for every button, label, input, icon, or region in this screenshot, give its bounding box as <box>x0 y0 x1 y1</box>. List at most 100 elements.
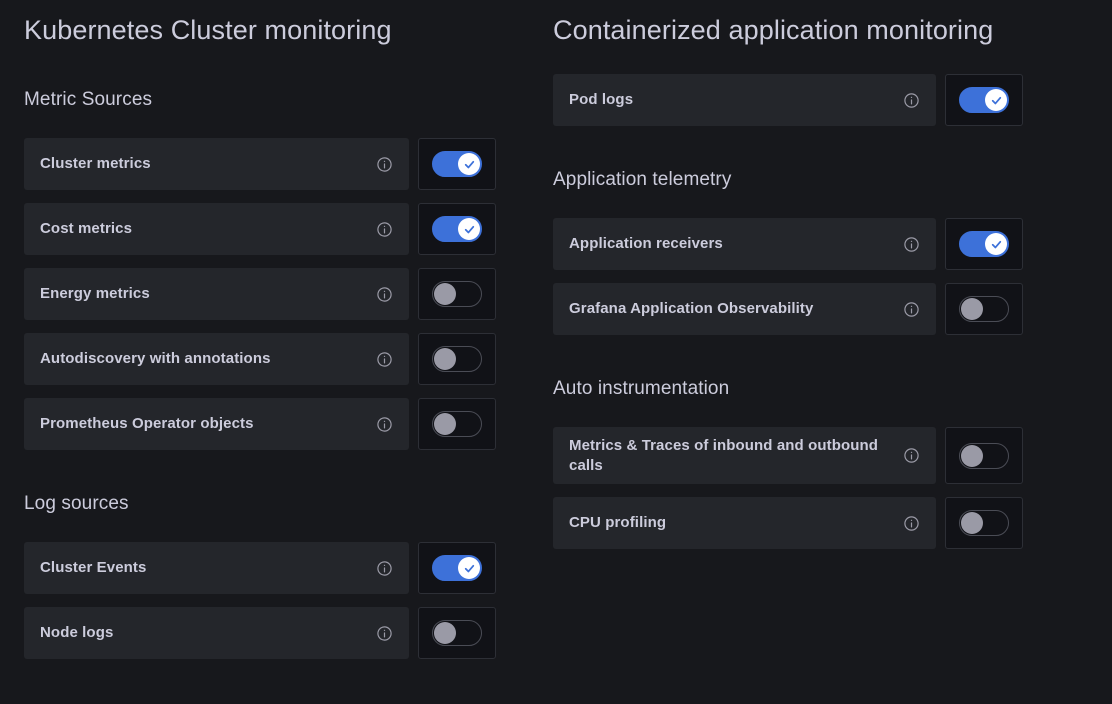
info-circle-icon[interactable] <box>376 560 393 577</box>
section-title-application-telemetry: Application telemetry <box>553 169 732 190</box>
info-circle-icon[interactable] <box>376 221 393 238</box>
setting-row-label: Energy metrics <box>40 285 150 302</box>
setting-row: Energy metrics <box>24 268 496 320</box>
info-circle-icon[interactable] <box>376 156 393 173</box>
toggle-knob <box>458 153 480 175</box>
setting-row-label: Application receivers <box>569 235 723 252</box>
setting-row-label: Autodiscovery with annotations <box>40 350 271 367</box>
toggle-prometheus-operator-objects[interactable] <box>432 411 482 437</box>
setting-row-label-box: Application receivers <box>553 218 936 270</box>
toggle-node-logs[interactable] <box>432 620 482 646</box>
toggle-energy-metrics[interactable] <box>432 281 482 307</box>
info-circle-icon[interactable] <box>903 301 920 318</box>
toggle-knob <box>458 218 480 240</box>
section-title-log-sources: Log sources <box>24 493 129 514</box>
check-icon <box>990 238 1003 251</box>
section-title-metric-sources: Metric Sources <box>24 89 153 110</box>
toggle-cell <box>418 542 496 594</box>
info-circle-icon[interactable] <box>903 236 920 253</box>
toggle-cell <box>418 333 496 385</box>
toggle-cell <box>945 74 1023 126</box>
setting-row: Node logs <box>24 607 496 659</box>
setting-row-label-box: Pod logs <box>553 74 936 126</box>
toggle-knob <box>961 444 983 467</box>
toggle-cluster-metrics[interactable] <box>432 151 482 177</box>
toggle-cpu-profiling[interactable] <box>959 510 1009 536</box>
toggle-application-receivers[interactable] <box>959 231 1009 257</box>
setting-row: Application receivers <box>553 218 1023 270</box>
setting-row-label: Cluster metrics <box>40 155 151 172</box>
toggle-knob <box>434 283 456 305</box>
toggle-knob <box>434 622 456 644</box>
setting-row-label-box: Cluster metrics <box>24 138 409 190</box>
setting-row-label: Pod logs <box>569 91 634 108</box>
setting-row-label: Prometheus Operator objects <box>40 415 254 432</box>
check-icon <box>463 158 476 171</box>
info-circle-icon[interactable] <box>376 351 393 368</box>
toggle-autodiscovery-with-annotations[interactable] <box>432 346 482 372</box>
check-icon <box>990 94 1003 107</box>
setting-row-label-box: Metrics & Traces of inbound and outbound… <box>553 427 936 484</box>
setting-row-label-box: Cost metrics <box>24 203 409 255</box>
setting-row-label-box: Prometheus Operator objects <box>24 398 409 450</box>
toggle-knob <box>985 233 1007 255</box>
setting-row-label-box: Energy metrics <box>24 268 409 320</box>
section-title-auto-instrumentation: Auto instrumentation <box>553 378 730 399</box>
check-icon <box>463 562 476 575</box>
toggle-knob <box>434 413 456 435</box>
setting-row-label: Metrics & Traces of inbound and outbound… <box>569 436 879 474</box>
setting-row: Cost metrics <box>24 203 496 255</box>
setting-row: Grafana Application Observability <box>553 283 1023 335</box>
info-circle-icon[interactable] <box>376 416 393 433</box>
setting-row: Cluster metrics <box>24 138 496 190</box>
info-circle-icon[interactable] <box>903 92 920 109</box>
right-column: Containerized application monitoring Pod… <box>553 0 1023 549</box>
setting-row-label: Cluster Events <box>40 559 147 576</box>
info-circle-icon[interactable] <box>903 515 920 532</box>
info-circle-icon[interactable] <box>376 625 393 642</box>
toggle-cell <box>945 283 1023 335</box>
setting-row: Cluster Events <box>24 542 496 594</box>
setting-row: CPU profiling <box>553 497 1023 549</box>
setting-row-label-box: Cluster Events <box>24 542 409 594</box>
info-circle-icon[interactable] <box>376 286 393 303</box>
toggle-knob <box>434 348 456 370</box>
setting-row-label-box: CPU profiling <box>553 497 936 549</box>
toggle-cell <box>945 218 1023 270</box>
toggle-cost-metrics[interactable] <box>432 216 482 242</box>
toggle-cell <box>418 138 496 190</box>
toggle-cell <box>418 268 496 320</box>
right-column-title: Containerized application monitoring <box>553 15 994 45</box>
toggle-knob <box>985 89 1007 111</box>
setting-row: Autodiscovery with annotations <box>24 333 496 385</box>
setting-row-label-box: Grafana Application Observability <box>553 283 936 335</box>
toggle-cell <box>945 427 1023 484</box>
right-top-rows: Pod logs <box>553 74 1023 126</box>
setting-row-label: Node logs <box>40 624 114 641</box>
left-column-title: Kubernetes Cluster monitoring <box>24 15 392 45</box>
setting-row: Pod logs <box>553 74 1023 126</box>
setting-row: Metrics & Traces of inbound and outbound… <box>553 427 1023 484</box>
toggle-cell <box>418 398 496 450</box>
toggle-knob <box>961 512 983 534</box>
toggle-knob <box>458 557 480 579</box>
toggle-cell <box>418 607 496 659</box>
check-icon <box>463 223 476 236</box>
setting-row: Prometheus Operator objects <box>24 398 496 450</box>
toggle-cell <box>418 203 496 255</box>
info-circle-icon[interactable] <box>903 447 920 464</box>
left-column: Kubernetes Cluster monitoring Metric Sou… <box>24 0 496 659</box>
setting-row-label: Cost metrics <box>40 220 133 237</box>
setting-row-label: Grafana Application Observability <box>569 300 814 317</box>
toggle-metrics-traces-of-inbound-and-outbound-calls[interactable] <box>959 442 1009 469</box>
toggle-pod-logs[interactable] <box>959 87 1009 113</box>
toggle-grafana-application-observability[interactable] <box>959 296 1009 322</box>
toggle-cell <box>945 497 1023 549</box>
toggle-cluster-events[interactable] <box>432 555 482 581</box>
